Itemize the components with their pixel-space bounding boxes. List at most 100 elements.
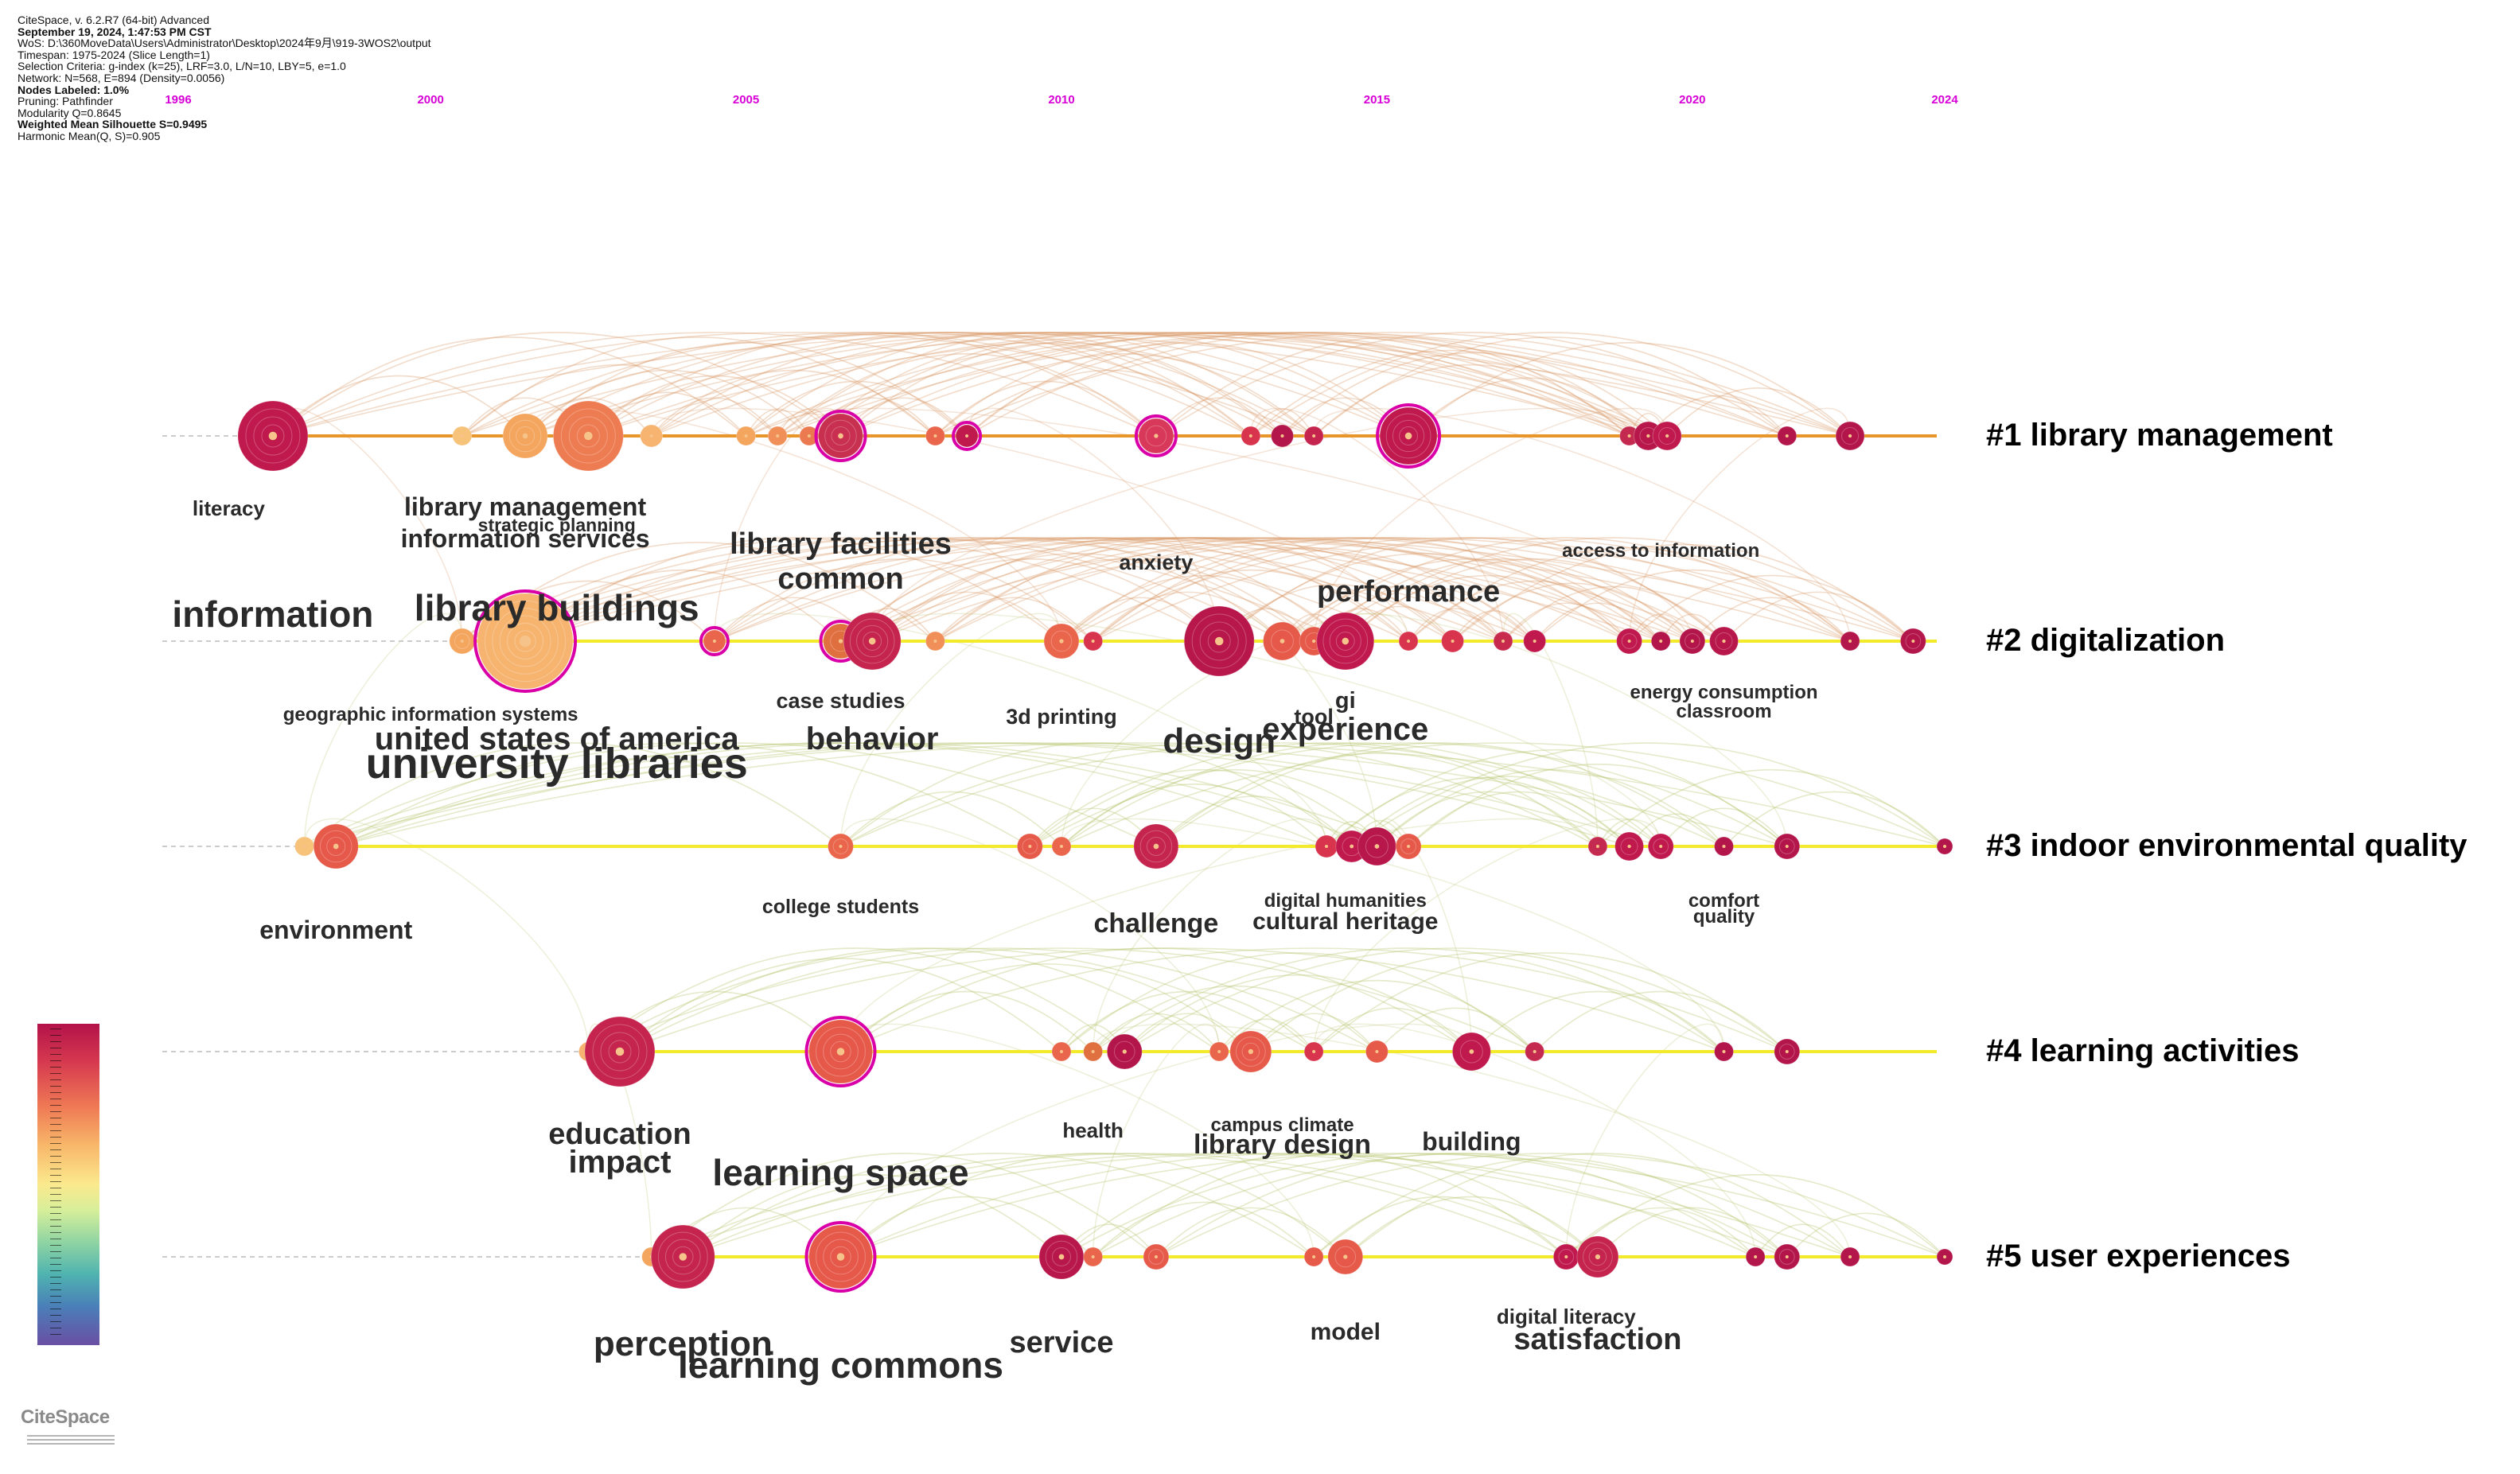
citation-arc bbox=[934, 353, 1315, 437]
cross-cluster-arc bbox=[1565, 1023, 1725, 1258]
cross-cluster-arc bbox=[524, 407, 1062, 642]
node-core bbox=[1595, 845, 1599, 848]
keyword-node bbox=[1523, 629, 1547, 653]
citation-arc bbox=[1666, 387, 1851, 437]
keyword-label: design bbox=[1163, 721, 1276, 760]
keyword-node bbox=[843, 612, 902, 671]
citation-arc bbox=[524, 537, 1062, 642]
citation-arc bbox=[808, 332, 1668, 437]
keyword-node bbox=[1709, 626, 1739, 656]
citation-arc bbox=[808, 397, 937, 437]
citation-arc bbox=[1061, 537, 1661, 642]
citation-arc bbox=[1155, 1153, 1756, 1258]
node-core bbox=[1091, 1255, 1095, 1258]
keyword-node bbox=[1016, 833, 1043, 860]
keyword-node bbox=[1241, 426, 1261, 446]
cross-cluster-arc bbox=[1313, 407, 1668, 642]
info-line: Weighted Mean Silhouette S=0.9495 bbox=[18, 118, 208, 131]
citation-arc bbox=[587, 947, 1315, 1052]
node-core bbox=[1848, 1255, 1852, 1258]
keyword-node bbox=[1083, 1246, 1104, 1267]
citation-arc bbox=[1155, 1207, 1346, 1258]
keyword-node bbox=[1263, 621, 1302, 661]
node-core bbox=[1374, 844, 1380, 849]
citation-arc bbox=[619, 947, 1724, 1052]
node-core bbox=[868, 637, 876, 645]
node-core bbox=[460, 434, 464, 438]
citation-arc bbox=[966, 342, 1409, 437]
node-core bbox=[1311, 639, 1316, 644]
keyword-label: comfort bbox=[1688, 890, 1759, 912]
citation-arc bbox=[808, 332, 1409, 437]
burst-ring bbox=[952, 421, 983, 451]
citation-arc bbox=[524, 332, 1788, 437]
cross-cluster-arc bbox=[1092, 1023, 1851, 1258]
citation-arc bbox=[304, 742, 1377, 847]
keyword-node bbox=[1365, 1040, 1389, 1064]
node-core bbox=[1943, 845, 1946, 848]
node-core bbox=[1060, 845, 1063, 848]
citation-arc bbox=[871, 537, 1693, 642]
color-legend-ticks bbox=[50, 1029, 61, 1340]
info-line: Modularity Q=0.8645 bbox=[18, 106, 122, 119]
keyword-node bbox=[584, 1016, 656, 1087]
keyword-node bbox=[1106, 1033, 1143, 1070]
citation-arc bbox=[1218, 979, 1536, 1052]
cross-cluster-arc bbox=[777, 407, 1693, 642]
citation-arc bbox=[304, 742, 1788, 847]
citation-arc bbox=[966, 332, 1668, 437]
citation-arc bbox=[1281, 585, 1504, 642]
keyword-node bbox=[1840, 1246, 1860, 1267]
citation-arc bbox=[1313, 952, 1788, 1052]
citation-arc bbox=[1155, 336, 1630, 437]
node-core bbox=[1058, 1254, 1065, 1260]
keyword-node bbox=[313, 823, 359, 869]
cluster-label: #4 learning activities bbox=[1986, 1033, 2300, 1068]
citation-arc bbox=[587, 332, 1157, 437]
citation-arc bbox=[462, 336, 936, 437]
node-core bbox=[1501, 640, 1505, 643]
year-tick-label: 2010 bbox=[1048, 93, 1074, 107]
citation-arc bbox=[1786, 1212, 1946, 1258]
citation-arc bbox=[335, 742, 1327, 847]
keyword-node bbox=[1395, 833, 1422, 860]
keyword-node bbox=[1376, 403, 1442, 469]
cross-cluster-arc bbox=[1250, 407, 1504, 642]
citation-arc bbox=[462, 537, 1220, 642]
citation-arc bbox=[462, 537, 1661, 642]
keyword-label: energy consumption bbox=[1630, 682, 1817, 703]
keyword-node bbox=[1143, 1243, 1170, 1270]
keyword-node bbox=[1303, 1041, 1324, 1062]
citation-arc bbox=[1093, 569, 1409, 642]
keyword-node bbox=[1441, 629, 1465, 653]
keyword-label: 3d printing bbox=[1006, 705, 1116, 729]
node-core bbox=[1059, 639, 1064, 644]
cross-cluster-arc bbox=[839, 1023, 1473, 1258]
keyword-node bbox=[650, 1224, 715, 1289]
node-core bbox=[1091, 1050, 1095, 1053]
node-core bbox=[1627, 434, 1631, 438]
citation-arc bbox=[1628, 813, 1725, 847]
citation-arc bbox=[588, 332, 1649, 437]
node-core bbox=[744, 434, 748, 438]
citation-arc bbox=[651, 397, 778, 437]
citation-arc bbox=[777, 332, 1315, 437]
citation-arc bbox=[1250, 408, 1315, 437]
citation-arc bbox=[587, 375, 842, 437]
citation-arc bbox=[524, 537, 1535, 642]
citation-arc bbox=[588, 332, 1851, 437]
citation-arc bbox=[1565, 1207, 1756, 1258]
keyword-node bbox=[552, 400, 624, 472]
cross-cluster-arc bbox=[839, 613, 1062, 847]
citation-arc bbox=[524, 332, 1283, 437]
keyword-node bbox=[1183, 605, 1255, 677]
citation-arc bbox=[1093, 1013, 1220, 1052]
keyword-label: united states of america bbox=[375, 721, 740, 756]
keyword-node bbox=[767, 426, 788, 446]
cluster-label: #3 indoor environmental quality bbox=[1986, 828, 2467, 863]
citation-arc bbox=[840, 332, 1630, 437]
keyword-label: perception bbox=[594, 1324, 773, 1363]
burst-ring bbox=[804, 1016, 877, 1087]
info-line: CiteSpace, v. 6.2.R7 (64-bit) Advanced bbox=[18, 14, 209, 26]
